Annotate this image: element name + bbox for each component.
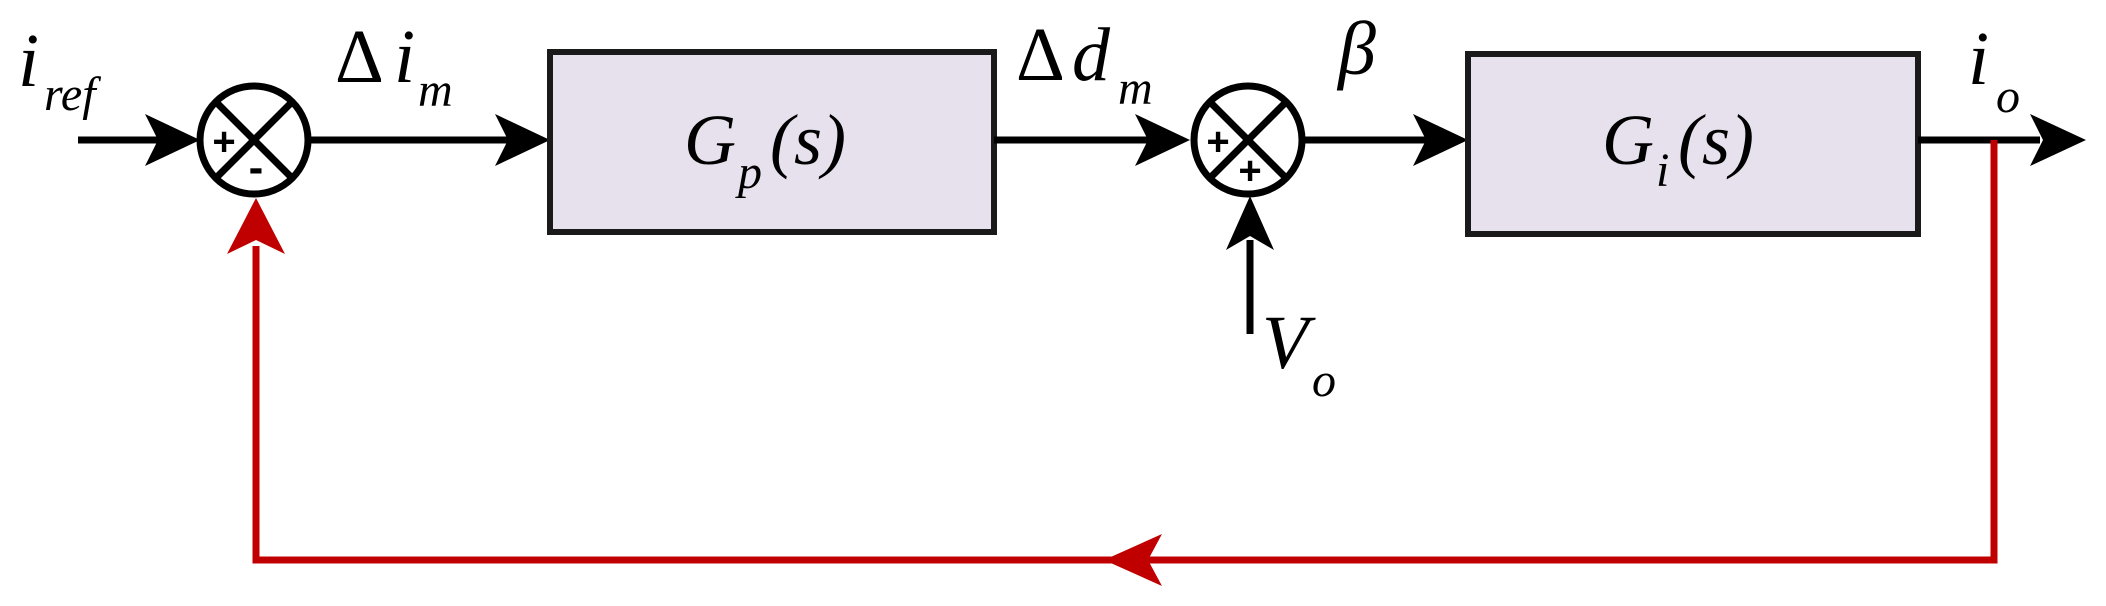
sum1-minus-sign: - xyxy=(249,143,264,192)
beta-signal-label: β xyxy=(1336,7,1376,91)
block-gi: G i (s) xyxy=(1465,51,1921,237)
disturbance-label: V o xyxy=(1262,301,1336,407)
input-sub: ref xyxy=(44,68,101,121)
beta-main: β xyxy=(1336,7,1376,91)
input-signal-arrow xyxy=(78,114,200,166)
error-prefix: Δ xyxy=(335,15,384,99)
summing-junction-1: + - xyxy=(196,82,312,198)
duty-prefix: Δ xyxy=(1016,13,1065,97)
output-signal-arrow xyxy=(1918,114,2086,166)
disturbance-main: V xyxy=(1262,301,1316,385)
block-gi-main: G xyxy=(1602,100,1654,180)
duty-signal-label: Δ d m xyxy=(1016,13,1153,115)
duty-main: d xyxy=(1072,13,1111,97)
output-main: i xyxy=(1968,17,1989,101)
beta-signal-arrow xyxy=(1302,114,1468,166)
feedback-arrow-up xyxy=(227,198,285,254)
input-signal-label: i ref xyxy=(18,19,101,121)
input-main: i xyxy=(18,19,39,103)
feedback-path xyxy=(227,140,1998,586)
block-gi-arg: (s) xyxy=(1678,100,1754,180)
sum2-plus-bottom-sign: + xyxy=(1238,149,1261,193)
output-sub: o xyxy=(1996,70,2020,123)
error-main: i xyxy=(394,15,415,99)
sum2-plus-left-sign: + xyxy=(1206,120,1229,164)
duty-sub: m xyxy=(1118,62,1153,115)
error-signal-label: Δ i m xyxy=(335,15,453,117)
block-gp: G p (s) xyxy=(547,49,997,235)
error-sub: m xyxy=(418,64,453,117)
block-gp-sub: p xyxy=(735,146,762,199)
block-gp-main: G xyxy=(684,100,736,180)
sum1-plus-sign: + xyxy=(212,120,235,164)
block-gp-arg: (s) xyxy=(770,100,846,180)
error-signal-arrow xyxy=(308,114,550,166)
summing-junction-2: + + xyxy=(1190,82,1306,198)
disturbance-arrow xyxy=(1226,196,1274,334)
disturbance-sub: o xyxy=(1312,354,1336,407)
output-signal-label: i o xyxy=(1968,17,2020,123)
block-gi-sub: i xyxy=(1656,144,1669,197)
duty-signal-arrow xyxy=(994,114,1190,166)
feedback-arrow-mid xyxy=(1104,534,1162,586)
